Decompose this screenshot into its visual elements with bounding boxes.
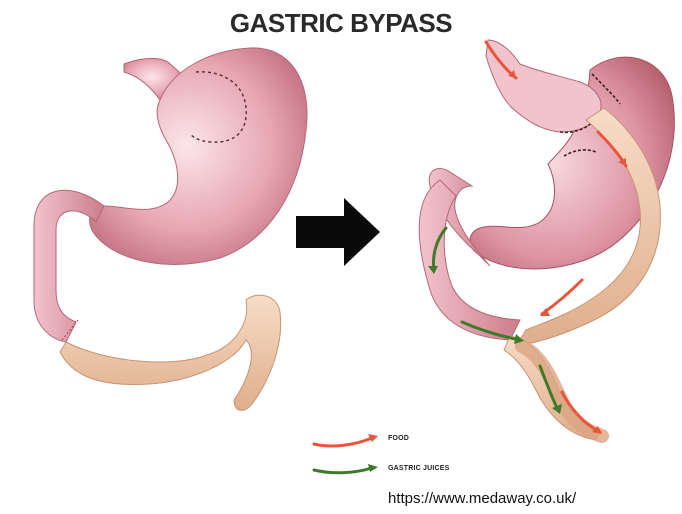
diagram-title: GASTRIC BYPASS xyxy=(0,8,682,39)
legend-juices-swatch xyxy=(314,468,372,473)
legend-juices-arrowhead xyxy=(368,464,378,472)
gastric-pouch xyxy=(486,40,601,132)
right-arrow-icon xyxy=(296,198,380,266)
legend-food-swatch xyxy=(314,438,372,446)
legend-juices-label: GASTRIC JUICES xyxy=(388,465,450,472)
bypass-stomach-illustration xyxy=(419,40,674,440)
stomach-body xyxy=(90,48,307,264)
source-url: https://www.medaway.co.uk/ xyxy=(388,490,576,507)
duodenum xyxy=(34,190,104,342)
normal-stomach-illustration xyxy=(34,48,307,410)
legend xyxy=(314,434,378,473)
legend-food-label: FOOD xyxy=(388,435,409,442)
small-intestine xyxy=(60,295,281,410)
